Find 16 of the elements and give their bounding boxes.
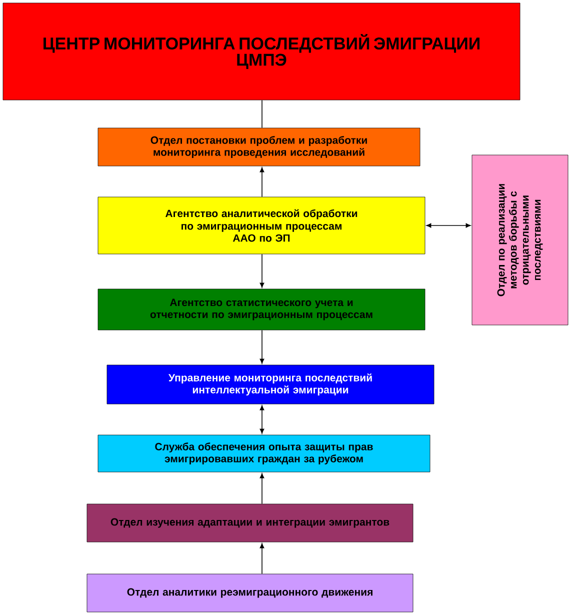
unit-box: Агентство аналитической обработки по эмиграционным процессам ААО по ЭП — [98, 196, 426, 254]
unit-box: Отдел изучения адаптации и интеграции эмигрантов — [86, 504, 414, 542]
unit-box: Отдел по реализации методов борьбы с отрицательными последствиями — [472, 154, 568, 326]
arrow — [260, 473, 264, 504]
arrow — [260, 254, 264, 288]
unit-box: Агентство статистического учета и отчетности по эмиграционным процессам — [98, 288, 426, 330]
arrow — [260, 543, 264, 574]
title-box: ЦЕНТР МОНИТОРИНГА ПОСЛЕДСТВИЙ ЭМИГРАЦИИ ЦМПЭ — [2, 2, 520, 100]
arrow — [260, 167, 264, 198]
arrow — [260, 405, 264, 434]
unit-box: Отдел постановки проблем и разработки мониторинга проведения исследований — [98, 128, 420, 166]
unit-box: Служба обеспечения опыта защиты прав эмигрировавших граждан за рубежом — [98, 434, 430, 472]
unit-box: Управление мониторинга последствий интеллектуальной эмиграции — [106, 364, 434, 404]
unit-box: Отдел аналитики реэмиграционного движения — [86, 574, 414, 612]
arrow — [260, 330, 264, 364]
arrow — [426, 223, 471, 228]
